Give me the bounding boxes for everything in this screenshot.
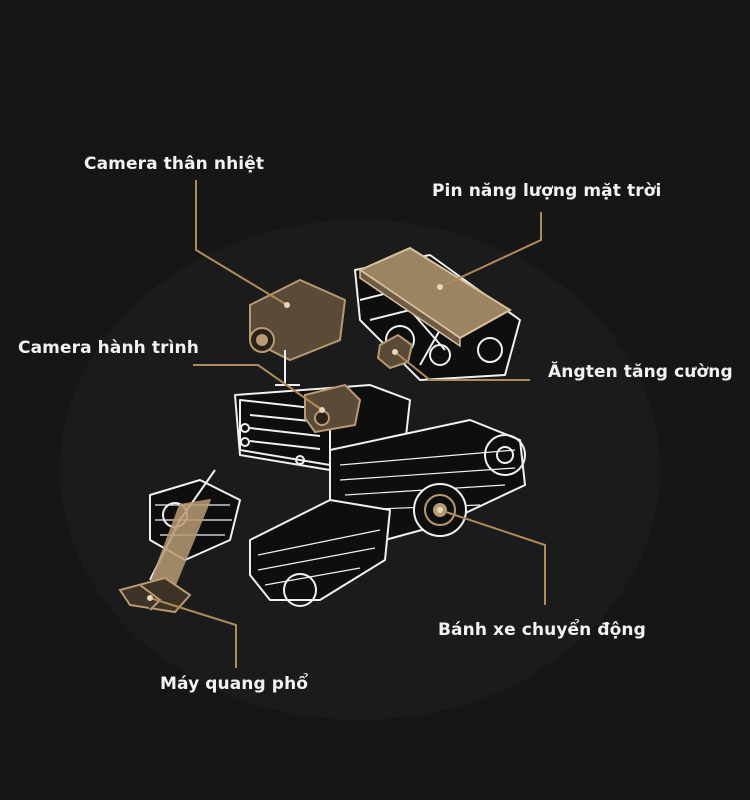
- label-drive-wheel: Bánh xe chuyển động: [438, 620, 646, 640]
- leader-thermal-camera: [195, 180, 288, 306]
- label-thermal-camera: Camera thân nhiệt: [84, 154, 265, 174]
- leader-dash-camera: [193, 364, 323, 411]
- leader-lines: [149, 180, 546, 668]
- leader-drive-wheel: [439, 509, 546, 605]
- label-dash-camera: Camera hành trình: [18, 338, 199, 358]
- solar-panel-part: [357, 246, 512, 348]
- leader-solar-panel: [439, 212, 542, 288]
- dash-camera-part: [304, 383, 362, 434]
- label-booster-antenna: Ăngten tăng cường: [548, 362, 733, 382]
- thermal-camera-part: [249, 278, 347, 386]
- label-solar-panel: Pin năng lượng mặt trời: [432, 181, 662, 201]
- leader-antenna: [394, 351, 530, 381]
- leader-spectrometer: [149, 597, 237, 668]
- track-front-right: [249, 499, 391, 607]
- label-spectrometer: Máy quang phổ: [160, 674, 309, 694]
- leader-dots: [147, 284, 443, 601]
